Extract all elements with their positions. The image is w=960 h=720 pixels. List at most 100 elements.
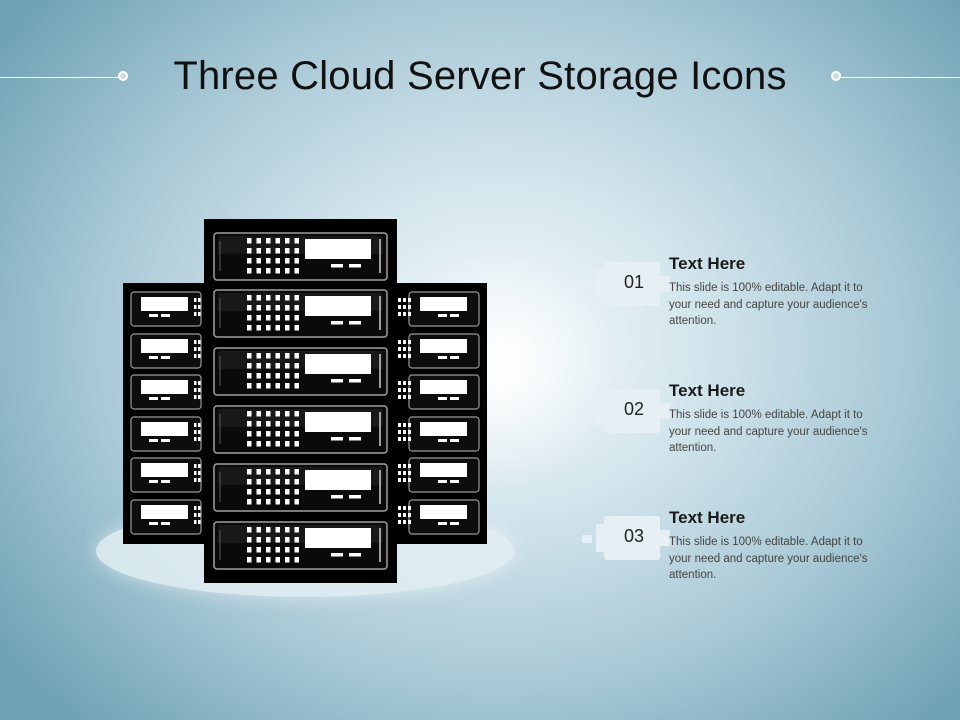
vent-dot	[408, 347, 411, 351]
vent-dot	[198, 388, 201, 392]
unit-display	[305, 470, 371, 490]
slide-title: Three Cloud Server Storage Icons	[173, 54, 787, 98]
vent-dot	[285, 305, 290, 311]
vent-dot	[275, 295, 280, 301]
vent-dot	[198, 340, 201, 344]
vent-dot	[194, 478, 197, 482]
vent-dot	[275, 527, 280, 533]
vent-dot	[266, 315, 271, 321]
vent-dot	[198, 464, 201, 468]
vent-dot	[285, 248, 290, 254]
vent-dot	[285, 315, 290, 321]
vent-dot	[275, 315, 280, 321]
vent-dot	[247, 383, 252, 389]
vent-dot	[285, 353, 290, 359]
unit-display	[141, 463, 188, 477]
vent-dot	[247, 315, 252, 321]
vent-dot	[266, 489, 271, 495]
vent-dot	[294, 421, 299, 427]
vent-dot	[294, 295, 299, 301]
vent-dot	[398, 312, 401, 316]
vent-dot	[247, 421, 252, 427]
vent-dot	[247, 248, 252, 254]
vent-dot	[285, 469, 290, 475]
vent-dot	[256, 238, 261, 244]
vent-dot	[403, 506, 406, 510]
item-number-1: 01	[623, 272, 645, 292]
vent-dot	[198, 381, 201, 385]
vent-dot	[247, 479, 252, 485]
vent-dot	[398, 395, 401, 399]
vent-dot	[247, 537, 252, 543]
vent-dot	[194, 347, 197, 351]
vent-dot	[256, 268, 261, 274]
vent-dot	[194, 423, 197, 427]
vent-dot	[294, 325, 299, 331]
vent-dot	[256, 441, 261, 447]
unit-led	[149, 356, 158, 359]
vent-dot	[247, 489, 252, 495]
vent-dot	[285, 238, 290, 244]
unit-led	[149, 439, 158, 442]
vent-dot	[294, 268, 299, 274]
vent-dot	[266, 248, 271, 254]
vent-dot	[266, 441, 271, 447]
vent-dot	[266, 258, 271, 264]
unit-display	[305, 412, 371, 432]
vent-dot	[403, 464, 406, 468]
unit-led	[349, 264, 361, 268]
vent-dot	[275, 489, 280, 495]
vent-dot	[275, 325, 280, 331]
vent-dot	[275, 479, 280, 485]
vent-dot	[294, 431, 299, 437]
item-heading-3: Text Here	[669, 508, 746, 527]
vent-dot	[266, 527, 271, 533]
title-line-left	[0, 77, 120, 78]
vent-dot	[275, 383, 280, 389]
vent-dot	[294, 373, 299, 379]
vent-dot	[256, 489, 261, 495]
vent-dot	[285, 537, 290, 543]
unit-display	[420, 505, 467, 519]
vent-dot	[275, 268, 280, 274]
unit-led	[349, 437, 361, 441]
vent-dot	[403, 423, 406, 427]
vent-dot	[256, 557, 261, 563]
vent-dot	[398, 520, 401, 524]
unit-led	[161, 522, 170, 525]
vent-dot	[256, 411, 261, 417]
vent-dot	[398, 381, 401, 385]
vent-dot	[398, 471, 401, 475]
vent-dot	[285, 325, 290, 331]
unit-led	[331, 321, 343, 325]
unit-led	[161, 314, 170, 317]
vent-dot	[294, 489, 299, 495]
vent-dot	[403, 513, 406, 517]
vent-dot	[408, 354, 411, 358]
item-badge-1: 01	[582, 262, 672, 306]
vent-dot	[256, 305, 261, 311]
item-body-3: This slide is 100% editable. Adapt it to…	[669, 536, 868, 581]
item-number-2: 02	[623, 399, 645, 419]
vent-dot	[285, 557, 290, 563]
unit-led	[438, 480, 447, 483]
vent-dot	[247, 268, 252, 274]
vent-dot	[266, 238, 271, 244]
item-badge-3: 03	[582, 516, 672, 560]
unit-led	[450, 397, 459, 400]
vent-dot	[403, 471, 406, 475]
vent-dot	[247, 547, 252, 553]
vent-dot	[198, 437, 201, 441]
vent-dot	[398, 437, 401, 441]
vent-dot	[194, 437, 197, 441]
unit-display	[305, 354, 371, 374]
vent-dot	[256, 353, 261, 359]
vent-dot	[198, 312, 201, 316]
vent-dot	[247, 258, 252, 264]
vent-dot	[256, 527, 261, 533]
unit-led	[149, 522, 158, 525]
unit-display	[141, 422, 188, 436]
vent-dot	[198, 430, 201, 434]
unit-led	[438, 314, 447, 317]
vent-dot	[285, 373, 290, 379]
